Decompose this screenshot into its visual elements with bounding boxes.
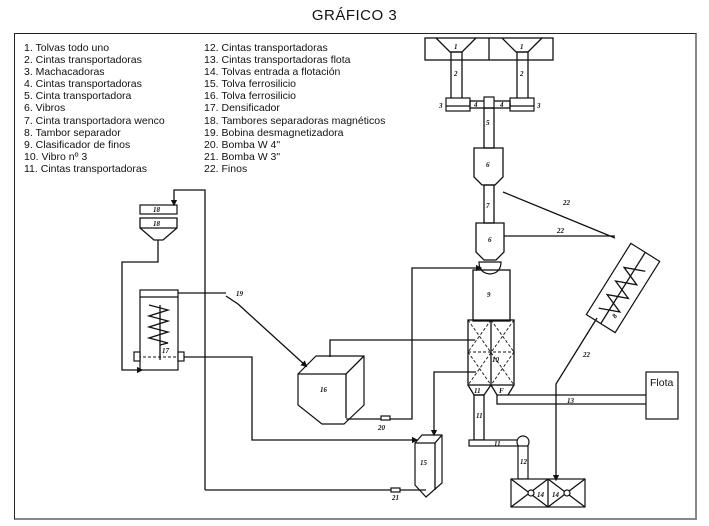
label: 14 — [552, 491, 560, 499]
legend-column-2: 12. Cintas transportadoras 13. Cintas tr… — [204, 42, 385, 175]
flota-box: Flota — [645, 371, 679, 420]
legend-item: 19. Bobina desmagnetizadora — [204, 126, 344, 139]
label: 14 — [537, 491, 545, 499]
legend-item: 6. Vibros — [24, 102, 66, 115]
label: 11 — [476, 412, 483, 420]
cinta-5: 5 — [483, 107, 495, 149]
legend-item: 10. Vibro nº 3 — [24, 150, 88, 163]
tolvas-entrada-flotacion: 14 14 — [510, 478, 586, 508]
label: 7 — [486, 202, 490, 210]
finos-lines: 22 22 22 — [502, 191, 616, 482]
label: 22 — [556, 227, 565, 235]
cinta-wenco-7: 7 — [483, 184, 495, 224]
legend-item: 17. Densificador — [204, 102, 280, 115]
label: 3 — [438, 102, 443, 110]
legend-item: 21. Bomba W 3" — [204, 150, 281, 163]
label: 8 — [610, 312, 619, 320]
cintas-4: 4 4 — [469, 96, 511, 109]
label: 1 — [520, 43, 524, 51]
label: 4 — [499, 101, 504, 109]
legend-item: 11. Cintas transportadoras — [24, 162, 147, 175]
legend-item: 18. Tambores separadoras magnéticos — [204, 114, 386, 127]
label: 4 — [473, 101, 478, 109]
label: 22 — [582, 351, 591, 359]
pipes — [121, 189, 479, 491]
label: 19 — [236, 290, 244, 298]
bomba-21: 21 — [390, 487, 401, 502]
clasificador-de-finos: 9 — [472, 269, 511, 322]
label: 11 — [474, 387, 481, 395]
label: 11 — [494, 440, 501, 448]
label: 17 — [162, 347, 170, 355]
label: 6 — [486, 161, 490, 169]
bobina-desmagnetizadora: 19 — [225, 290, 244, 305]
label: 15 — [420, 459, 428, 467]
label: 1 — [454, 43, 458, 51]
label: 18 — [153, 220, 161, 228]
feeder-dome — [478, 261, 502, 275]
vibro-10: 10 11 F — [467, 319, 515, 396]
densificador: 17 — [133, 289, 185, 371]
label: 12 — [520, 458, 528, 466]
legend-item: 20. Bomba W 4" — [204, 138, 281, 151]
tolva-ferrosilicio-16: 16 — [297, 355, 365, 425]
label: 20 — [377, 424, 386, 432]
bomba-20: 20 — [377, 415, 391, 432]
legend-item: 7. Cinta transportadora wenco — [24, 114, 165, 127]
legend-item: 16. Tolva ferrosilicio — [204, 90, 297, 103]
legend-item: 8. Tambor separador — [24, 126, 121, 139]
label: 9 — [487, 291, 491, 299]
label: F — [499, 387, 504, 395]
tambor-separador: 8 — [585, 242, 661, 334]
label: 22 — [562, 199, 571, 207]
tolva-ferrosilicio-15: 15 — [414, 434, 443, 498]
legend-item: 9. Clasificador de finos — [24, 138, 131, 151]
label: 2 — [519, 70, 524, 78]
tolvas-todo-uno: 1 1 — [424, 37, 554, 61]
legend-item: 13. Cintas transportadoras flota — [204, 54, 351, 67]
flota-label: Flota — [650, 377, 674, 389]
legend-item: 4. Cintas transportadoras — [24, 78, 142, 91]
legend-item: 15. Tolva ferrosilicio — [204, 78, 297, 91]
vibro-6b: 6 — [475, 222, 505, 261]
label: 16 — [320, 386, 328, 394]
label: 18 — [153, 206, 161, 214]
legend-item: 22. Finos — [204, 162, 248, 175]
label: 2 — [453, 70, 458, 78]
label: 13 — [567, 397, 575, 405]
label: 3 — [536, 102, 541, 110]
legend-item: 1. Tolvas todo uno — [24, 42, 110, 54]
legend-column-1: 1. Tolvas todo uno 2. Cintas transportad… — [24, 42, 165, 175]
cinta-flota-13: 13 — [496, 394, 655, 405]
figure-frame — [14, 33, 697, 520]
legend-item: 2. Cintas transportadoras — [24, 54, 142, 67]
legend-item: 5. Cinta transportadora — [24, 90, 132, 103]
legend-item: 3. Machacadoras — [24, 66, 105, 79]
cintas-11: 11 11 12 — [468, 394, 530, 480]
legend-item: 14. Tolvas entrada a flotación — [204, 66, 341, 79]
vibro-6a: 6 — [473, 147, 504, 186]
legend-item: 12. Cintas transportadoras — [204, 42, 328, 54]
label: 5 — [486, 119, 490, 127]
tambores-separadores-magneticos: 18 18 — [139, 204, 178, 241]
diagram-title: GRÁFICO 3 — [311, 7, 398, 24]
label: 10 — [492, 356, 500, 364]
label: 21 — [391, 494, 399, 502]
label: 6 — [488, 236, 492, 244]
machacadoras: 3 3 — [438, 97, 541, 112]
